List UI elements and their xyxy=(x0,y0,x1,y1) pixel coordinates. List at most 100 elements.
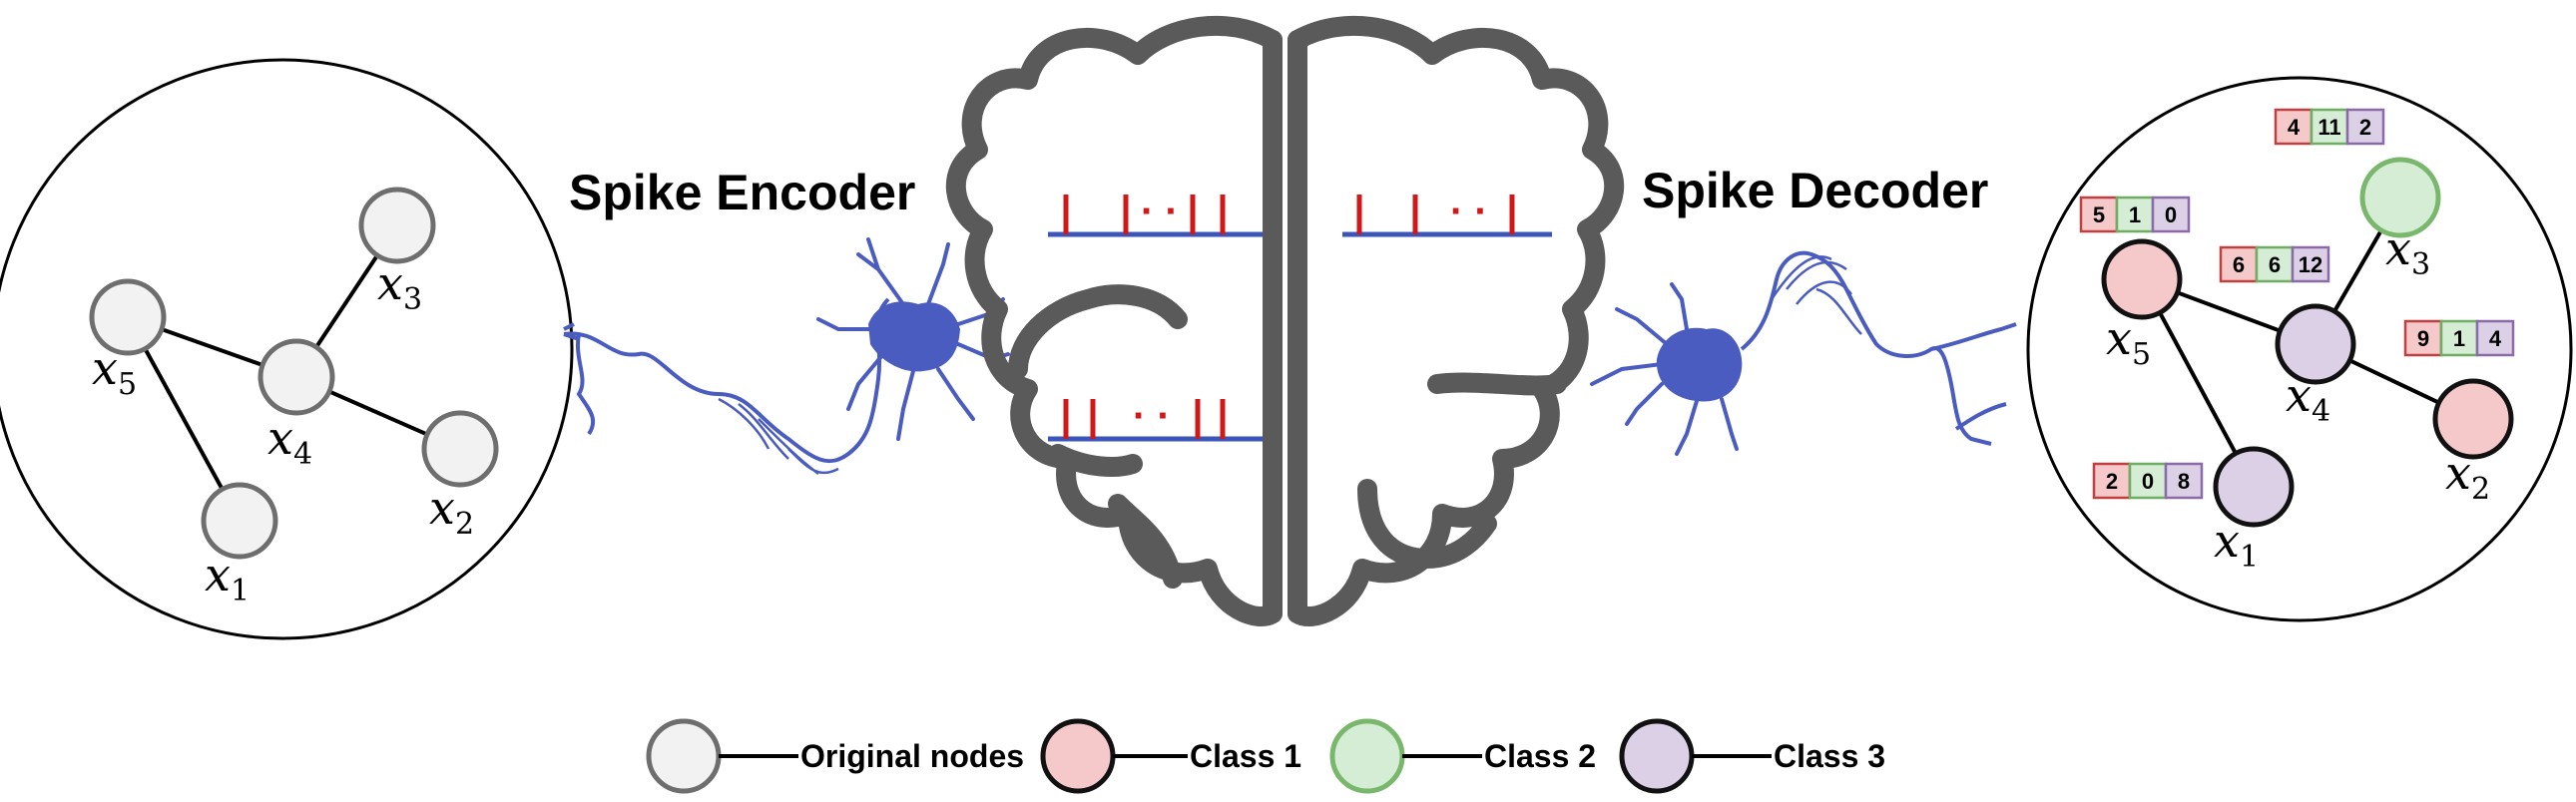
vector-cell xyxy=(2115,196,2155,233)
vector-cell-value: 4 xyxy=(2489,326,2502,351)
spike-decoder-title: Spike Decoder xyxy=(1642,163,1988,218)
class-score-vector-x3: 4 11 2 xyxy=(2274,108,2385,146)
brain-right-hemisphere xyxy=(1288,15,1625,626)
legend-label: Class 3 xyxy=(1774,738,1885,774)
vector-cell xyxy=(2291,245,2330,283)
encoder-soma xyxy=(868,301,960,372)
legend: Original nodes Class 1 Class 2 Class 3 xyxy=(646,718,1885,794)
node-label-x1: x1 xyxy=(205,548,250,608)
vector-cell-value: 11 xyxy=(2318,115,2340,140)
decoder-axon xyxy=(1740,250,2017,446)
output-node-x3 xyxy=(2359,157,2441,238)
input-node-x3 xyxy=(358,187,436,264)
brain-right-fold-2 xyxy=(1357,479,1497,569)
output-node-x1 xyxy=(2213,446,2295,528)
input-node-x5 xyxy=(89,278,167,356)
legend-label: Class 2 xyxy=(1484,738,1596,774)
vector-cell-value: 2 xyxy=(2106,469,2118,494)
legend-item-class1: Class 1 xyxy=(1040,718,1301,794)
vector-cell xyxy=(2079,196,2119,233)
brain-left-fold-3 xyxy=(1108,494,1183,589)
encoder-axon-loop xyxy=(718,397,839,475)
spike-train-top-left: · · xyxy=(1048,190,1263,237)
legend-label: Class 1 xyxy=(1190,738,1301,774)
spike-dots: · · xyxy=(1450,190,1488,233)
vector-cell xyxy=(2219,245,2259,283)
vector-cell-value: 2 xyxy=(2359,115,2371,140)
input-graph: x5 x4 x3 x2 x1 xyxy=(0,58,574,640)
spike-dots: · · xyxy=(1133,394,1171,438)
spike-train-top-right: · · xyxy=(1342,190,1552,237)
vector-cell-value: 0 xyxy=(2165,202,2177,227)
vector-cell xyxy=(2475,319,2515,357)
input-node-x2 xyxy=(421,410,499,488)
node-label-x3: x3 xyxy=(2385,221,2430,282)
vector-cell-value: 9 xyxy=(2417,326,2429,351)
brain-left-hemisphere xyxy=(945,15,1283,626)
output-node-x2 xyxy=(2432,378,2514,460)
brain xyxy=(945,15,1625,626)
vector-cell xyxy=(2151,196,2191,233)
legend-swatch xyxy=(646,718,722,794)
vector-cell-value: 1 xyxy=(2453,326,2465,351)
legend-item-class3: Class 3 xyxy=(1619,718,1885,794)
node-label-x1: x1 xyxy=(2214,514,2259,575)
legend-swatch xyxy=(1040,718,1116,794)
output-graph-boundary xyxy=(2026,76,2573,622)
vector-cell-value: 6 xyxy=(2233,252,2245,277)
node-label-x5: x5 xyxy=(2106,311,2151,372)
node-label-x2: x2 xyxy=(2445,446,2490,507)
decoder-neuron xyxy=(1590,250,2017,456)
input-graph-nodes: x5 x4 x3 x2 x1 xyxy=(89,187,499,608)
vector-cell-value: 4 xyxy=(2288,115,2301,140)
legend-label: Original nodes xyxy=(800,738,1024,774)
vector-cell xyxy=(2403,319,2443,357)
legend-swatch xyxy=(1619,718,1695,794)
output-node-x4 xyxy=(2275,303,2356,385)
encoder-neuron xyxy=(563,237,1010,475)
node-label-x4: x4 xyxy=(267,411,312,472)
vector-cell xyxy=(2164,462,2204,500)
legend-item-class2: Class 2 xyxy=(1329,718,1596,794)
spike-train-bottom-left: · · xyxy=(1048,394,1263,442)
spike-encoder-title: Spike Encoder xyxy=(569,165,915,220)
vector-cell-value: 5 xyxy=(2093,202,2105,227)
brain-right-fold-1 xyxy=(1427,372,1567,396)
encoder-axon xyxy=(563,297,890,464)
output-node-x5 xyxy=(2101,238,2183,320)
encoder-dendrite-left xyxy=(563,322,596,436)
node-label-x4: x4 xyxy=(2286,368,2330,429)
vector-cell-value: 8 xyxy=(2178,469,2190,494)
vector-cell-value: 6 xyxy=(2269,252,2281,277)
vector-cell-value: 12 xyxy=(2299,252,2322,277)
brain-left-fold-1 xyxy=(1008,284,1188,379)
legend-item-original: Original nodes xyxy=(646,718,1024,794)
output-graph-nodes: x5 x4 x3 x2 x1 xyxy=(2101,157,2514,575)
vector-cell xyxy=(2310,108,2349,146)
spike-dots: · · xyxy=(1141,190,1179,233)
vector-cell xyxy=(2345,108,2385,146)
decoder-dendrites xyxy=(1590,282,1739,456)
decoder-axon-loop xyxy=(1770,255,1862,335)
node-label-x5: x5 xyxy=(92,341,137,402)
input-node-x4 xyxy=(258,338,335,416)
node-label-x2: x2 xyxy=(429,481,474,542)
legend-swatch xyxy=(1329,718,1405,794)
brain-left-fold-2 xyxy=(1048,444,1143,477)
vector-cell xyxy=(2274,108,2314,146)
spike-trains: · · · · · · xyxy=(1048,190,1552,442)
vector-cell-value: 0 xyxy=(2142,469,2154,494)
input-graph-boundary xyxy=(0,58,574,640)
decoder-soma xyxy=(1656,327,1743,402)
vector-cell-value: 1 xyxy=(2129,202,2141,227)
edge-x5-x1 xyxy=(126,316,242,522)
node-label-x3: x3 xyxy=(377,256,422,317)
input-node-x1 xyxy=(201,482,278,560)
